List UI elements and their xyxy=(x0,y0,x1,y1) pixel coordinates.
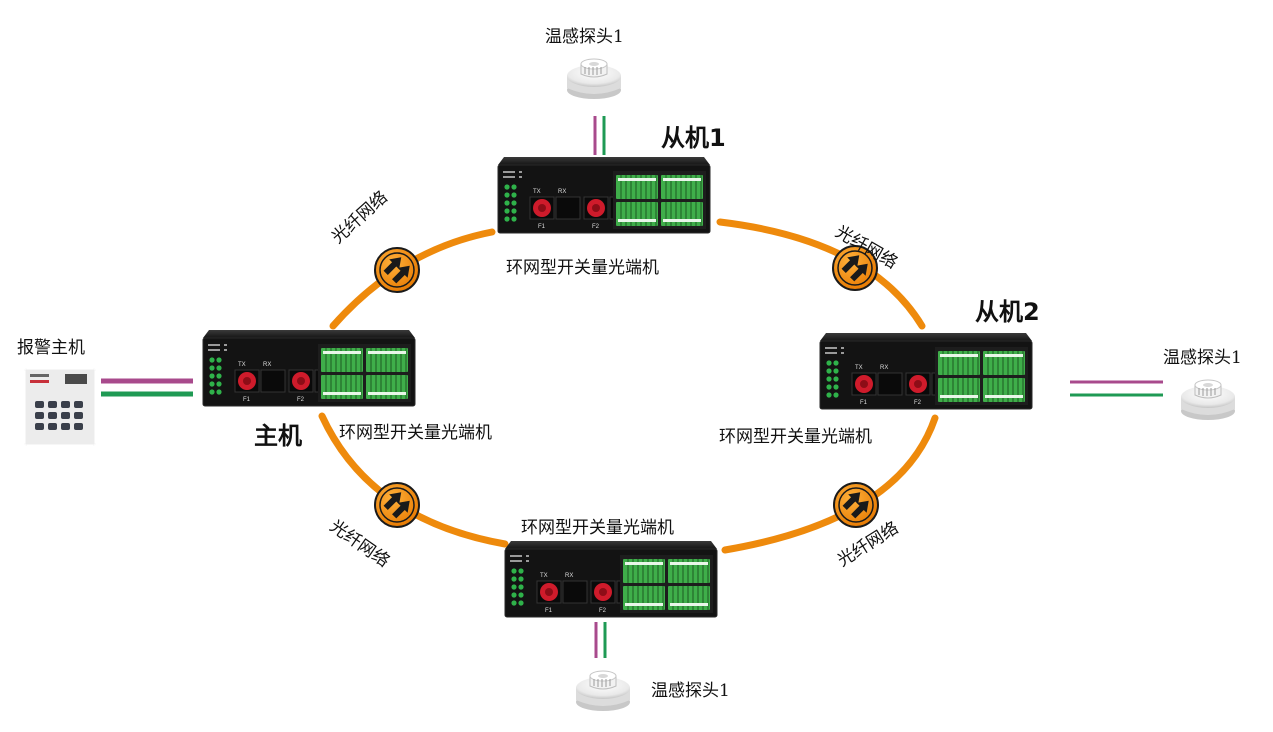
panel-f2-label: F2 xyxy=(599,608,607,614)
device-caption-top: 环网型开关量光端机 xyxy=(506,258,659,278)
panel-rx-label: RX xyxy=(263,362,271,368)
panel-f1-label: F1 xyxy=(538,224,546,230)
device-right: TX RX F1 F2 xyxy=(819,332,1033,410)
smoke-sensor-icon xyxy=(575,670,631,712)
smoke-sensor-icon xyxy=(566,58,622,100)
panel-f2-label: F2 xyxy=(914,400,922,406)
alarm-host-label: 报警主机 xyxy=(17,338,85,358)
double-arrow-badge-icon xyxy=(374,247,420,293)
double-arrow-badge-icon xyxy=(833,482,879,528)
sensor-label-top: 温感探头1 xyxy=(545,27,624,47)
panel-f1-label: F1 xyxy=(860,400,868,406)
panel-tx-label: TX xyxy=(855,365,863,371)
panel-tx-label: TX xyxy=(533,189,541,195)
fiber-arc-top-right xyxy=(716,218,926,330)
device-title-right: 从机2 xyxy=(975,298,1040,326)
panel-rx-label: RX xyxy=(880,365,888,371)
device-left: TX RX F1 F2 xyxy=(202,329,416,407)
signal-links xyxy=(101,116,1163,658)
sensor-label-right: 温感探头1 xyxy=(1163,348,1242,368)
panel-rx-label: RX xyxy=(558,189,566,195)
device-bottom: TX RX F1 F2 xyxy=(504,540,718,618)
device-caption-bottom: 环网型开关量光端机 xyxy=(521,518,674,538)
device-title-top: 从机1 xyxy=(661,124,726,152)
panel-tx-label: TX xyxy=(238,362,246,368)
alarm-keypad-icon xyxy=(24,368,96,446)
device-caption-left: 环网型开关量光端机 xyxy=(339,423,492,443)
device-top: TX RX F1 F2 xyxy=(497,156,711,234)
device-title-left: 主机 xyxy=(254,422,302,450)
panel-rx-label: RX xyxy=(565,573,573,579)
smoke-sensor-icon xyxy=(1180,379,1236,421)
panel-f1-label: F1 xyxy=(545,608,553,614)
double-arrow-badge-icon xyxy=(374,482,420,528)
panel-tx-label: TX xyxy=(540,573,548,579)
sensor-label-bottom: 温感探头1 xyxy=(651,681,730,701)
device-caption-right: 环网型开关量光端机 xyxy=(719,427,872,447)
panel-f2-label: F2 xyxy=(592,224,600,230)
panel-f1-label: F1 xyxy=(243,397,251,403)
panel-f2-label: F2 xyxy=(297,397,305,403)
